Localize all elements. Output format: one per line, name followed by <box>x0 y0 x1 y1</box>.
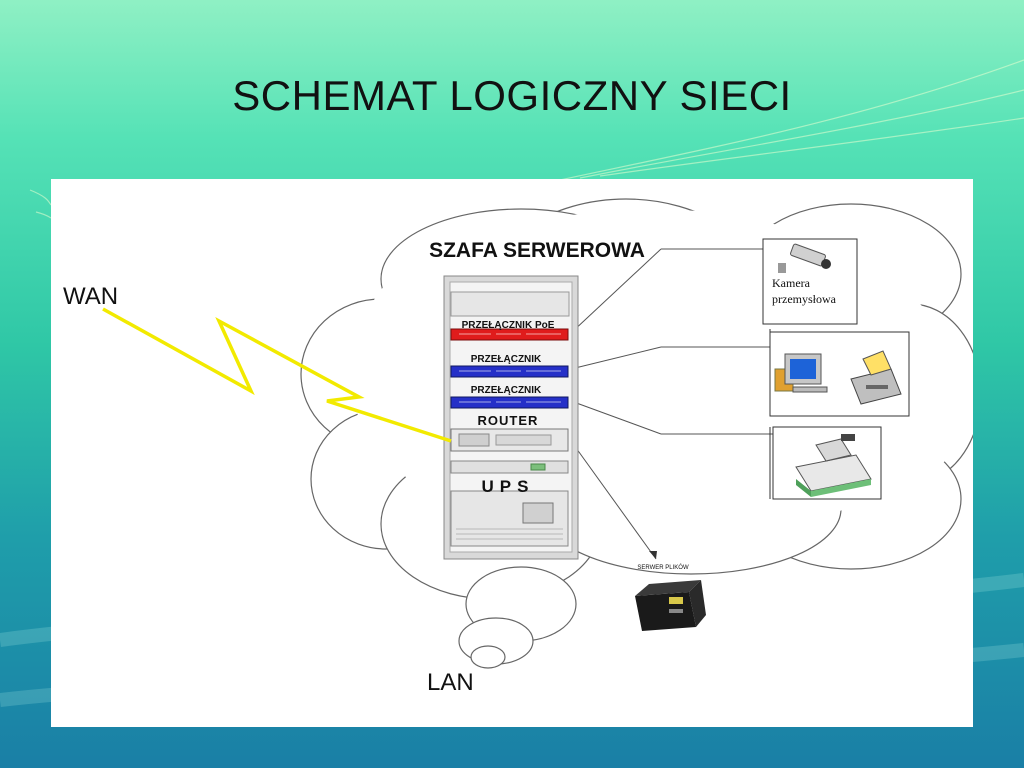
camera-label-line1: Kamera <box>772 276 811 290</box>
camera-box: Kamera przemysłowa <box>762 238 858 325</box>
cash-register-box <box>769 426 882 500</box>
wan-label: WAN <box>63 283 118 310</box>
slide-title: SCHEMAT LOGICZNY SIECI <box>232 72 792 119</box>
lan-label: LAN <box>427 669 474 696</box>
switch-poe-label: PRZEŁĄCZNIK PoE <box>462 320 555 331</box>
switch-1-unit <box>450 365 569 378</box>
server-cabinet <box>443 275 579 560</box>
computer-icon <box>774 353 828 393</box>
network-diagram: SZAFA SERWEROWA PRZEŁĄCZNIK PoE PRZEŁĄCZ… <box>63 198 973 696</box>
switch-2-label: PRZEŁĄCZNIK <box>471 385 542 396</box>
printer-icon <box>850 350 902 405</box>
router-label: ROUTER <box>478 413 539 428</box>
arrow-head <box>649 551 657 559</box>
lan-cloud-bubbles <box>458 566 577 669</box>
camera-label-line2: przemysłowa <box>772 292 837 306</box>
cash-register-icon <box>795 434 872 497</box>
camera-icon <box>778 243 831 273</box>
diagram-panel: SZAFA SERWEROWA PRZEŁĄCZNIK PoE PRZEŁĄCZ… <box>51 179 973 727</box>
workstation-box <box>769 329 910 417</box>
ups-label: UPS <box>482 477 535 496</box>
wan-link <box>102 307 452 443</box>
switch-poe-unit <box>450 328 569 341</box>
switch-1-label: PRZEŁĄCZNIK <box>471 354 542 365</box>
connection-lines <box>565 248 773 560</box>
switch-2-unit <box>450 396 569 409</box>
file-server-icon <box>635 580 706 631</box>
cabinet-label: SZAFA SERWEROWA <box>429 239 645 262</box>
file-server-label: SERWER PLIKÓW <box>637 564 689 571</box>
